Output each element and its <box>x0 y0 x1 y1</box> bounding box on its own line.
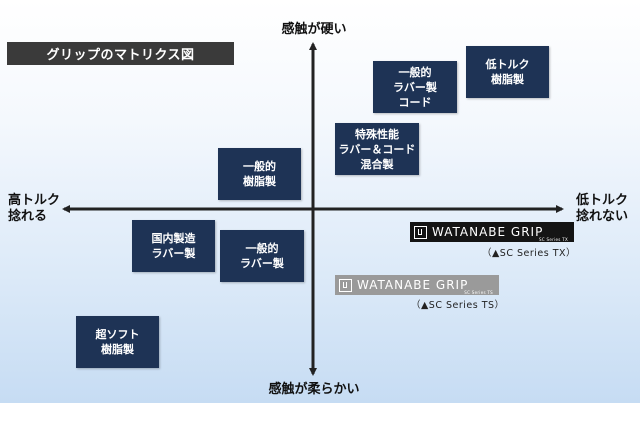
box-general-rubber: 一般的 ラバー製 <box>220 230 304 282</box>
axis-label-left: 高トルク 捻れる <box>8 193 68 225</box>
box-general-resin: 一般的 樹脂製 <box>218 148 301 200</box>
box-label: 超ソフト 樹脂製 <box>95 328 140 356</box>
axis-label-top: 感触が硬い <box>281 22 347 37</box>
series-caption-tx: （▲SC Series TX） <box>482 248 577 259</box>
watanabe-logo-icon <box>414 225 427 239</box>
watanabe-grip-ts-logo: WATANABE GRIP SC Series TS <box>335 275 499 295</box>
watanabe-grip-tx-logo: WATANABE GRIP SC Series TX <box>410 222 574 242</box>
axis-label-right-line1: 低トルク <box>576 193 629 208</box>
box-low-torque-resin: 低トルク 樹脂製 <box>466 46 549 98</box>
logo-brand: WATANABE GRIP <box>357 278 469 292</box>
logo-sub: SC Series TX <box>539 237 568 242</box>
watanabe-logo-icon <box>339 278 352 292</box>
logo-sub: SC Series TS <box>464 290 493 295</box>
axis-label-right: 低トルク 捻れない <box>576 193 638 225</box>
axes <box>62 42 564 376</box>
box-label: 一般的 ラバー製 <box>240 242 284 270</box>
matrix-canvas: グリップのマトリクス図 感触が硬い 感触が柔らかい 高トルク 捻れる 低トルク … <box>0 0 640 403</box>
box-label: 低トルク 樹脂製 <box>485 58 530 86</box>
box-special-rubber-cord: 特殊性能 ラバー＆コード 混合製 <box>335 123 419 175</box>
axis-label-right-line2: 捻れない <box>576 209 629 224</box>
box-label: 一般的 ラバー製 コード <box>393 65 437 109</box>
logo-brand: WATANABE GRIP <box>432 225 544 239</box>
series-caption-ts: （▲SC Series TS） <box>411 300 505 311</box>
box-super-soft-resin: 超ソフト 樹脂製 <box>76 316 159 368</box>
axis-label-left-line1: 高トルク <box>8 193 61 208</box>
axis-label-bottom: 感触が柔らかい <box>268 382 360 397</box>
axis-label-left-line2: 捻れる <box>8 209 48 224</box>
box-label: 国内製造 ラバー製 <box>151 232 196 260</box>
box-label: 特殊性能 ラバー＆コード 混合製 <box>338 127 416 171</box>
box-general-rubber-cord: 一般的 ラバー製 コード <box>373 61 457 113</box>
box-domestic-rubber: 国内製造 ラバー製 <box>132 220 215 272</box>
box-label: 一般的 樹脂製 <box>243 160 276 188</box>
diagram-title: グリップのマトリクス図 <box>7 42 234 65</box>
